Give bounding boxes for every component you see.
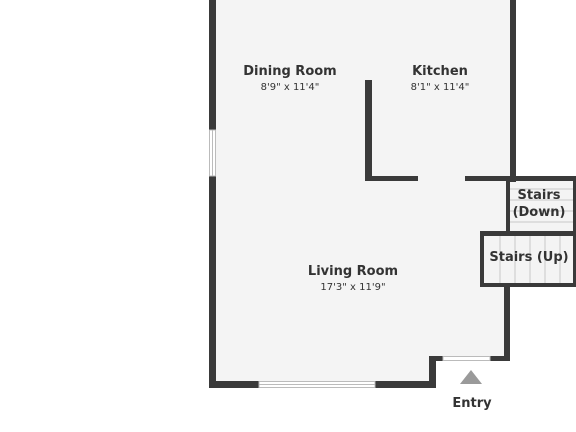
wall-kitchen-horizontal-left xyxy=(365,176,418,181)
stairs-down-floor xyxy=(510,178,573,233)
dining-room-dims: 8'9" x 11'4" xyxy=(261,82,320,93)
kitchen-name: Kitchen xyxy=(412,64,468,79)
walls xyxy=(209,0,576,388)
wall-stairs-down-left xyxy=(506,176,510,233)
stairs-up-treads xyxy=(499,236,561,283)
stairs-down-label-line1: Stairs xyxy=(518,188,561,203)
stairs-down-treads xyxy=(510,188,573,223)
wall-bottom-right xyxy=(375,381,436,388)
triangle-arrow-up-icon xyxy=(460,370,482,384)
wall-notch-top xyxy=(429,356,443,361)
entry-label: Entry xyxy=(452,396,492,411)
stairs-up-label: Stairs (Up) xyxy=(489,250,568,265)
kitchen-dims: 8'1" x 11'4" xyxy=(411,82,470,93)
floor-area xyxy=(213,0,510,385)
dining-room-name: Dining Room xyxy=(243,64,336,79)
wall-notch-vertical xyxy=(429,356,436,388)
wall-stairs-up-left xyxy=(480,231,484,286)
wall-stairs-up-bottom xyxy=(480,283,576,287)
entry-door-threshold xyxy=(442,356,491,361)
wall-kitchen-vertical xyxy=(365,80,372,181)
stairs-down-label-line2: (Down) xyxy=(513,205,566,220)
wall-right-upper xyxy=(510,0,516,182)
wall-entry-right xyxy=(490,356,510,361)
stairs-up-floor xyxy=(484,236,573,283)
wall-bottom-left xyxy=(209,381,259,388)
wall-right-lower xyxy=(504,283,510,361)
wall-left-lower xyxy=(209,176,216,388)
wall-stairs-down-top xyxy=(510,176,576,181)
wall-kitchen-horizontal-right xyxy=(465,176,516,181)
wall-stairs-mid xyxy=(480,231,576,236)
living-room-name: Living Room xyxy=(308,264,398,279)
living-room-dims: 17'3" x 11'9" xyxy=(320,282,385,293)
wall-left-upper xyxy=(209,0,216,130)
